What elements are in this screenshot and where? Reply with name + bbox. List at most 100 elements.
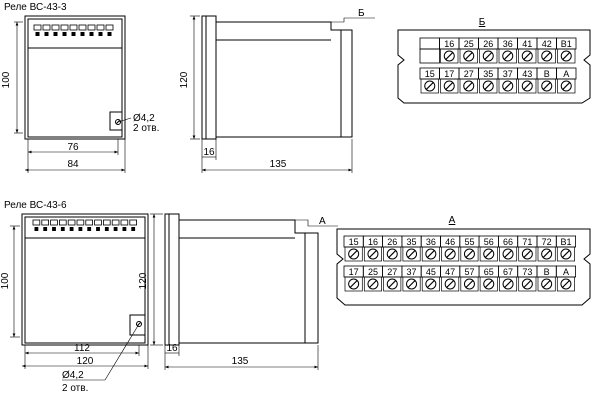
terminal-socket <box>537 276 556 292</box>
terminal-screw <box>541 248 553 260</box>
terminal-screw <box>386 248 398 260</box>
terminal-label: 37 <box>503 69 513 79</box>
terminal-label: 15 <box>425 69 435 79</box>
terminal-screw-slot <box>562 82 571 90</box>
terminal-screw-slot <box>542 280 551 288</box>
terminal-screw <box>521 278 533 290</box>
relay2-side-view <box>150 213 338 370</box>
terminal-screw-slot <box>465 280 474 288</box>
terminal-screw <box>560 248 572 260</box>
relay1-height-label: 100 <box>1 71 12 88</box>
terminal-label: 26 <box>483 39 493 49</box>
terminal-socket <box>537 246 556 262</box>
terminal-socket <box>459 78 478 94</box>
terminal-socket <box>363 246 382 262</box>
front-terminal <box>51 24 60 31</box>
terminal-label: 36 <box>426 237 436 247</box>
terminal-socket <box>537 48 556 64</box>
front-terminal <box>69 24 78 31</box>
terminal-screw-slot <box>445 82 454 90</box>
terminal-screw-slot <box>388 280 397 288</box>
terminal-socket <box>420 78 439 94</box>
terminal-screw <box>406 278 418 290</box>
terminal-screw-slot <box>464 82 473 90</box>
terminal-label: 43 <box>522 69 532 79</box>
front-terminal-screw <box>78 227 83 231</box>
terminal-screw <box>386 278 398 290</box>
terminal-socket <box>557 78 576 94</box>
terminal-screw <box>482 50 494 62</box>
terminal-socket <box>499 276 518 292</box>
terminal-screw <box>406 248 418 260</box>
terminal-screw-slot <box>465 250 474 258</box>
terminal-label: 71 <box>522 237 532 247</box>
terminal-label: А <box>563 267 569 277</box>
terminal-label: А <box>563 69 569 79</box>
terminal-screw-slot <box>446 250 455 258</box>
terminal-label: 73 <box>522 267 532 277</box>
terminal-screw-slot <box>407 250 416 258</box>
terminal-label: 42 <box>542 39 552 49</box>
relay1-panel-label: 16 <box>203 147 215 158</box>
front-terminal <box>32 219 41 226</box>
relay2-panel-label: 16 <box>166 343 178 354</box>
front-terminal <box>42 24 51 31</box>
front-terminal <box>50 219 58 226</box>
terminal-screw-slot <box>369 250 377 258</box>
terminal-label: 67 <box>503 267 513 277</box>
front-terminal <box>105 24 114 31</box>
relay2-front-view <box>10 213 149 381</box>
front-terminal-screw <box>89 32 94 36</box>
terminal-socket <box>421 246 440 262</box>
terminal-label: 17 <box>444 69 454 79</box>
terminal-screw-slot <box>369 280 377 288</box>
terminal-socket <box>421 276 440 292</box>
terminal-label: 65 <box>484 267 494 277</box>
terminal-socket <box>557 48 576 64</box>
terminal-label: 55 <box>464 237 474 247</box>
terminal-socket <box>402 246 421 262</box>
front-terminal <box>103 219 111 226</box>
front-terminal <box>94 219 102 226</box>
front-terminal-screw <box>122 227 127 231</box>
relay2-height-label: 100 <box>0 272 11 289</box>
front-terminal-screw <box>107 32 112 36</box>
terminal-socket <box>344 276 363 292</box>
terminal-screw <box>463 50 475 62</box>
terminal-socket <box>537 78 556 94</box>
front-terminal-screw <box>104 227 109 231</box>
terminal-socket <box>441 276 460 292</box>
relay2-side-height: 120 <box>138 272 149 289</box>
terminal-label: 27 <box>464 69 474 79</box>
terminal-screw-slot <box>523 52 532 60</box>
front-terminal <box>78 24 87 31</box>
terminal-screw <box>483 248 495 260</box>
terminal-label: 72 <box>542 237 552 247</box>
terminal-screw-slot <box>464 52 473 60</box>
terminal-socket <box>344 246 363 262</box>
terminal-screw-slot <box>503 52 512 60</box>
front-terminal-screw <box>43 227 48 231</box>
terminal-screw <box>348 278 360 290</box>
terminal-screw-slot <box>542 52 551 60</box>
terminal-label: 16 <box>368 237 378 247</box>
relay2-depth-label: 135 <box>232 356 249 367</box>
terminal-label: 35 <box>407 237 417 247</box>
terminal-screw-slot <box>484 52 493 60</box>
relay2-width-label: 120 <box>77 356 94 367</box>
terminal-screw <box>463 278 475 290</box>
terminal-socket <box>459 48 478 64</box>
front-terminal <box>41 219 49 226</box>
relay1-side-view <box>190 15 375 173</box>
terminal-screw <box>443 50 455 62</box>
relay1-holes-count: 2 отв. <box>133 123 159 134</box>
terminal-screw-slot <box>523 82 532 90</box>
front-terminal-screw <box>44 32 49 36</box>
terminal-socket <box>460 276 479 292</box>
terminal-label: В <box>544 267 550 277</box>
terminal-socket <box>440 48 459 64</box>
terminal-outline <box>336 228 591 306</box>
front-terminal <box>85 219 94 226</box>
terminal-label: 17 <box>349 267 359 277</box>
